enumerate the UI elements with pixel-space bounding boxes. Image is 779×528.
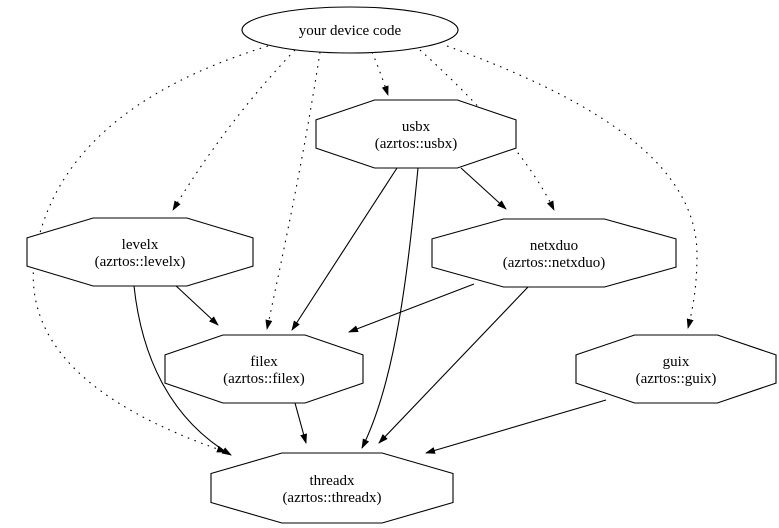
node-netxduo: netxduo(azrtos::netxduo): [431, 218, 677, 288]
node-device: your device code: [241, 6, 459, 54]
node-filex-qualifier: (azrtos::filex): [223, 371, 305, 387]
edge-netxduo-filex: [348, 283, 475, 333]
edge-levelx-filex: [173, 283, 219, 326]
edge-device-filex: [265, 51, 321, 330]
node-levelx-label: levelx: [122, 237, 159, 253]
nodes-layer: your device codeusbx(azrtos::usbx)levelx…: [26, 6, 777, 524]
node-netxduo-shape: [431, 218, 677, 288]
node-filex: filex(azrtos::filex): [164, 334, 364, 404]
node-device-shape: [241, 6, 459, 54]
node-usbx-shape: [315, 99, 517, 169]
node-usbx-label: usbx: [402, 119, 431, 135]
edge-filex-threadx: [294, 402, 307, 444]
node-device-label: your device code: [299, 23, 402, 39]
node-guix: guix(azrtos::guix): [575, 334, 777, 404]
node-threadx-qualifier: (azrtos::threadx): [282, 490, 381, 506]
edge-usbx-threadx: [361, 167, 419, 449]
node-usbx-qualifier: (azrtos::usbx): [375, 136, 457, 152]
edge-guix-threadx: [425, 399, 607, 454]
node-guix-shape: [575, 334, 777, 404]
node-threadx: threadx(azrtos::threadx): [210, 452, 454, 524]
edge-usbx-filex: [291, 167, 398, 331]
node-levelx-shape: [26, 217, 254, 287]
edge-device-usbx: [371, 51, 389, 96]
node-filex-shape: [164, 334, 364, 404]
node-usbx: usbx(azrtos::usbx): [315, 99, 517, 169]
edge-device-levelx: [172, 49, 296, 211]
edge-usbx-netxduo: [460, 167, 507, 210]
node-threadx-shape: [210, 452, 454, 524]
edge-netxduo-threadx: [378, 286, 529, 444]
node-filex-label: filex: [250, 354, 278, 370]
node-guix-label: guix: [663, 354, 690, 370]
node-netxduo-qualifier: (azrtos::netxduo): [503, 255, 605, 271]
node-levelx: levelx(azrtos::levelx): [26, 217, 254, 287]
node-levelx-qualifier: (azrtos::levelx): [95, 254, 186, 270]
node-netxduo-label: netxduo: [530, 238, 578, 254]
edge-levelx-threadx: [133, 285, 232, 456]
node-threadx-label: threadx: [310, 473, 355, 489]
node-guix-qualifier: (azrtos::guix): [636, 371, 717, 387]
